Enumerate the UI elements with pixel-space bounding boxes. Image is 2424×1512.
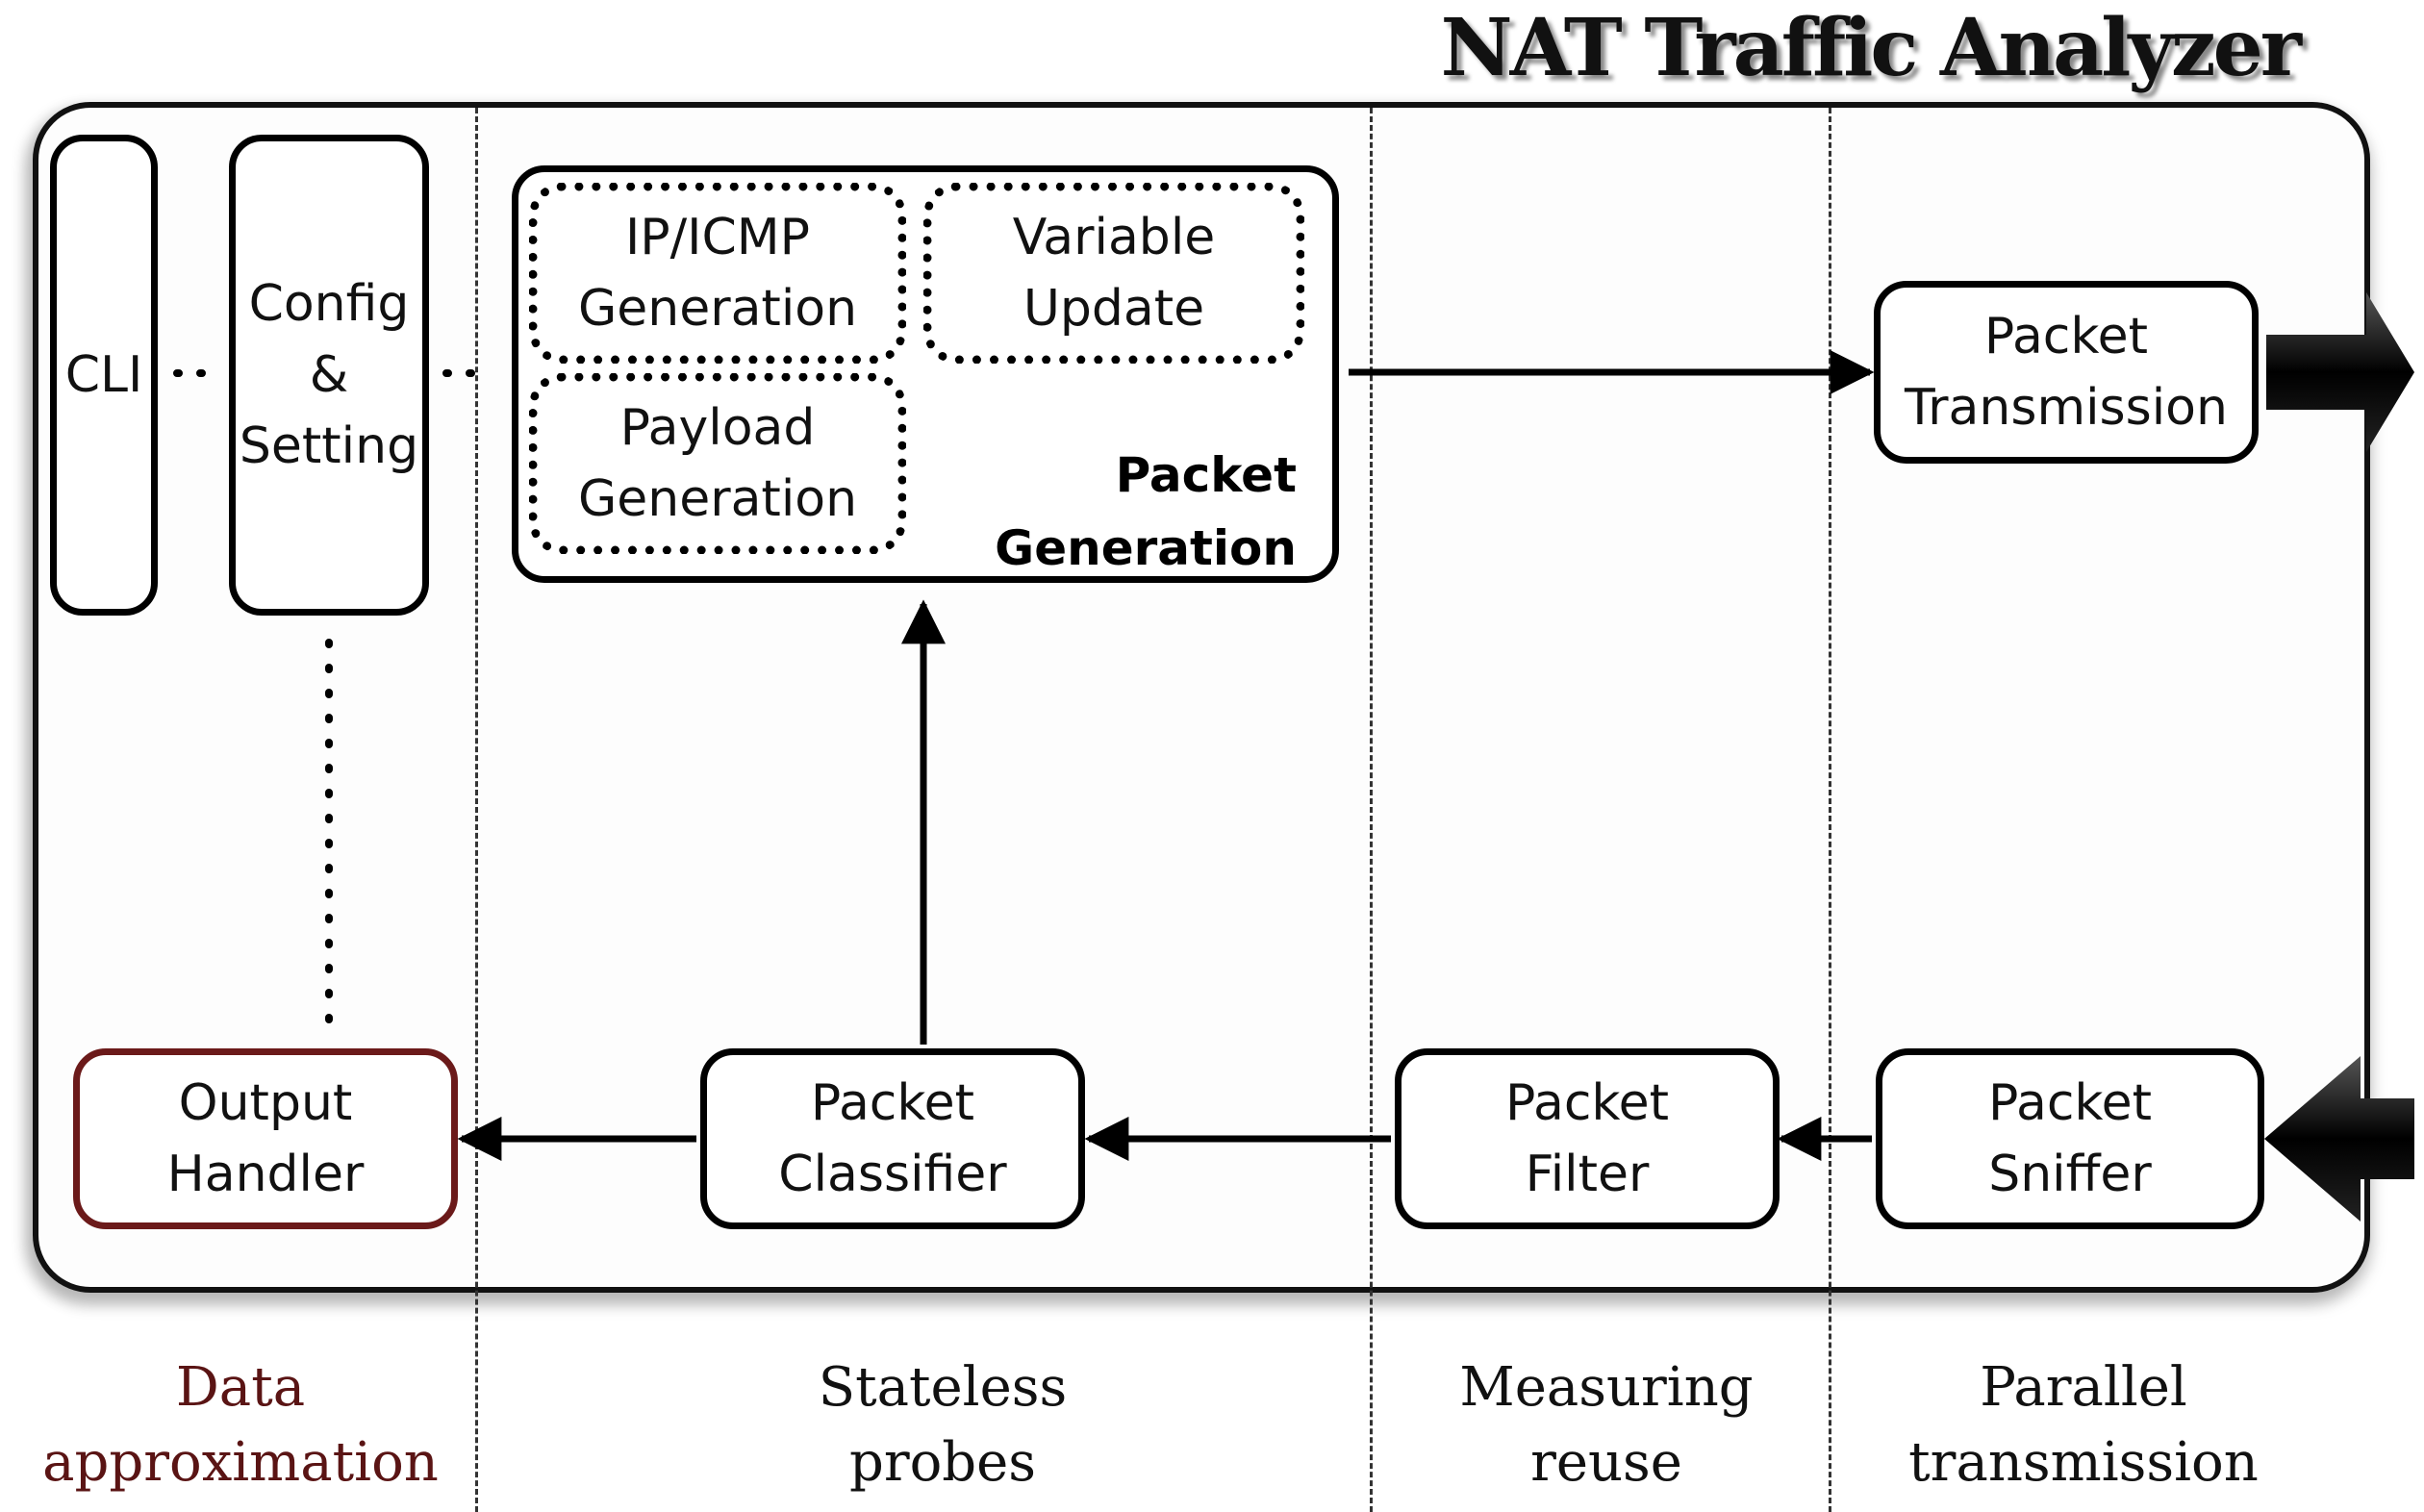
variable-update-label: Variable Update: [1012, 209, 1216, 338]
diagram-title: NAT Traffic Analyzer: [1440, 2, 2302, 94]
packet-generation-label: Packet Generation: [995, 447, 1297, 576]
variable-update-box: Variable Update: [923, 183, 1304, 364]
cli-label: CLI: [64, 346, 143, 404]
incoming-traffic-arrow: [2264, 1056, 2414, 1222]
output-handler-label: Output Handler: [166, 1074, 365, 1203]
packet-classifier-box: Packet Classifier: [700, 1048, 1085, 1229]
section-divider-2: [1370, 108, 1373, 1512]
ip-icmp-generation-label: IP/ICMP Generation: [577, 209, 858, 338]
section-divider-1: [475, 108, 478, 1512]
ip-icmp-generation-box: IP/ICMP Generation: [529, 183, 906, 364]
label-stateless-probes: Stateless probes: [818, 1356, 1068, 1494]
payload-generation-label: Payload Generation: [577, 399, 858, 528]
config-setting-box: Config & Setting: [229, 135, 429, 616]
packet-filter-box: Packet Filter: [1395, 1048, 1780, 1229]
packet-filter-label: Packet Filter: [1504, 1074, 1670, 1203]
packet-transmission-box: Packet Transmission: [1874, 281, 2259, 464]
packet-sniffer-label: Packet Sniffer: [1987, 1074, 2153, 1203]
payload-generation-box: Payload Generation: [529, 373, 906, 554]
output-handler-box: Output Handler: [73, 1048, 458, 1229]
label-measuring-reuse: Measuring reuse: [1459, 1356, 1754, 1494]
packet-transmission-label: Packet Transmission: [1905, 308, 2228, 437]
config-setting-label: Config & Setting: [239, 275, 419, 475]
section-divider-3: [1829, 108, 1831, 1512]
label-data-approximation: Data approximation: [42, 1356, 439, 1494]
cli-box: CLI: [50, 135, 158, 616]
label-parallel-transmission: Parallel transmission: [1908, 1356, 2259, 1494]
packet-classifier-label: Packet Classifier: [778, 1074, 1007, 1203]
outgoing-traffic-arrow: [2266, 292, 2414, 452]
packet-sniffer-box: Packet Sniffer: [1876, 1048, 2264, 1229]
